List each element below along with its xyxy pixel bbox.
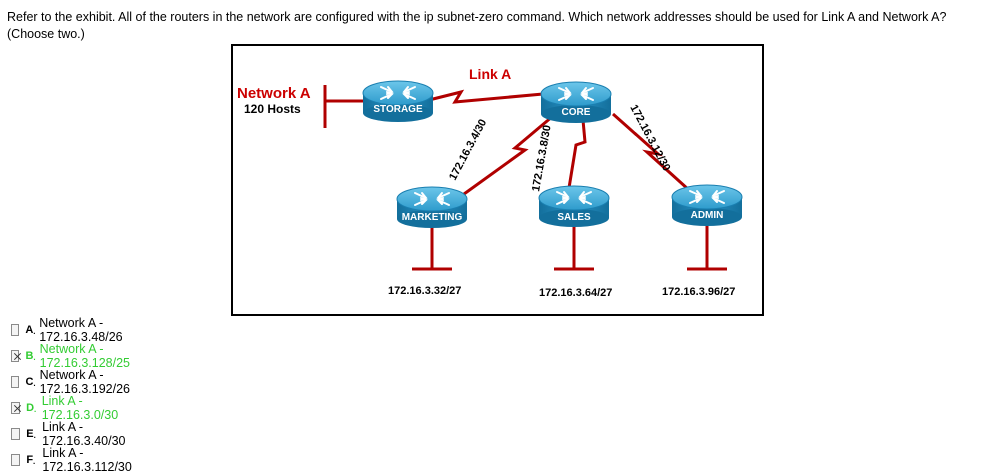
answer-f-checkbox[interactable] — [11, 454, 21, 466]
answer-f-letter: F. — [26, 454, 36, 466]
answer-c-letter: C. — [25, 376, 36, 388]
answer-f-text[interactable]: Link A - 172.16.3.112/30 — [42, 446, 132, 474]
router-core-label: CORE — [562, 107, 591, 118]
answer-option-d[interactable]: D. Link A - 172.16.3.0/30 — [11, 394, 127, 422]
answer-e-text[interactable]: Link A - 172.16.3.40/30 — [42, 420, 126, 448]
link-a-label: Link A — [469, 66, 511, 82]
lan-admin — [687, 222, 727, 271]
router-sales-icon: SALES — [538, 185, 610, 227]
link-core-admin-label: 172.16.3.12/30 — [627, 103, 672, 173]
lan-sales-label: 172.16.3.64/27 — [539, 287, 612, 299]
answer-option-b[interactable]: B. Network A - 172.16.3.128/25 — [11, 342, 141, 370]
answer-a-checkbox[interactable] — [11, 324, 20, 336]
router-storage-icon: STORAGE — [362, 80, 434, 122]
answer-b-letter: B. — [25, 350, 36, 362]
network-a-hosts: 120 Hosts — [244, 102, 301, 116]
answer-e-letter: E. — [26, 428, 36, 440]
link-core-sales-label: 172.16.3.8/30 — [530, 124, 554, 192]
router-sales-label: SALES — [557, 212, 591, 223]
router-admin-icon: ADMIN — [671, 184, 743, 226]
router-marketing-label: MARKETING — [402, 212, 463, 223]
answer-b-text[interactable]: Network A - 172.16.3.128/25 — [39, 342, 131, 370]
answer-a-text[interactable]: Network A - 172.16.3.48/26 — [39, 316, 123, 344]
question-text: Refer to the exhibit. All of the routers… — [7, 10, 947, 41]
router-storage-label: STORAGE — [373, 104, 423, 115]
lan-marketing — [412, 222, 452, 271]
link-a-line — [428, 89, 544, 104]
lan-sales — [554, 222, 594, 271]
router-admin-label: ADMIN — [691, 210, 724, 221]
link-core-marketing-line — [463, 114, 554, 196]
link-core-admin-line — [612, 112, 691, 192]
answer-d-checkbox[interactable] — [11, 402, 21, 414]
answer-option-f[interactable]: F. Link A - 172.16.3.112/30 — [11, 446, 140, 474]
answer-b-checkbox[interactable] — [11, 350, 20, 362]
lan-admin-label: 172.16.3.96/27 — [662, 286, 735, 298]
answer-option-c[interactable]: C. Network A - 172.16.3.192/26 — [11, 368, 141, 396]
link-core-marketing-label: 172.16.3.4/30 — [447, 117, 489, 182]
answer-d-text[interactable]: Link A - 172.16.3.0/30 — [41, 394, 119, 422]
router-marketing-icon: MARKETING — [396, 186, 468, 228]
network-a-lan — [323, 85, 363, 128]
answer-option-a[interactable]: A. Network A - 172.16.3.48/26 — [11, 316, 134, 344]
network-diagram: STORAGE CORE MARKETING SALES — [237, 66, 743, 299]
network-a-label: Network A — [237, 85, 311, 102]
answer-d-letter: D. — [26, 402, 37, 414]
answer-c-checkbox[interactable] — [11, 376, 20, 388]
router-core-icon: CORE — [540, 81, 612, 123]
link-core-sales-line — [567, 119, 587, 189]
answer-e-checkbox[interactable] — [11, 428, 21, 440]
answer-c-text[interactable]: Network A - 172.16.3.192/26 — [39, 368, 131, 396]
lan-marketing-label: 172.16.3.32/27 — [388, 285, 461, 297]
answer-a-letter: A. — [25, 324, 36, 336]
answer-option-e[interactable]: E. Link A - 172.16.3.40/30 — [11, 420, 134, 448]
network-exhibit: STORAGE CORE MARKETING SALES — [231, 44, 764, 316]
